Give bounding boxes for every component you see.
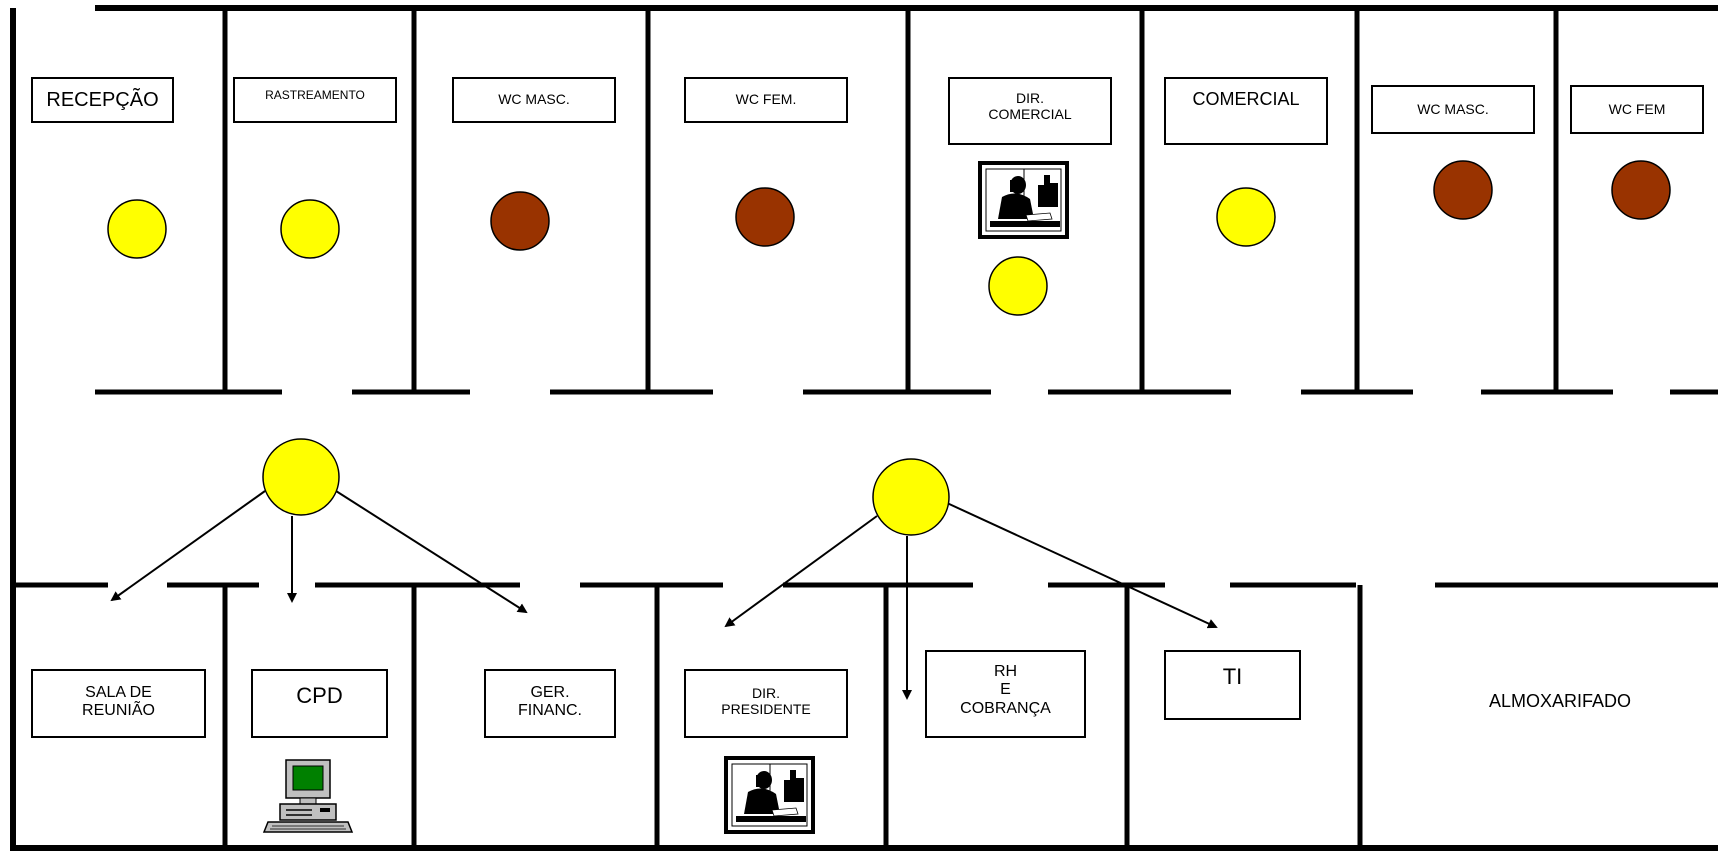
hub-arrows [110, 490, 1218, 700]
room-label-comercial: COMERCIAL [1164, 77, 1328, 145]
arrow-to-ger-financ [335, 490, 528, 614]
arrow-to-dir-presidente [724, 515, 878, 628]
room-label-cpd: CPD [251, 669, 388, 738]
executive-phone-icon [978, 161, 1069, 239]
arrow-to-sala-de-reuniao [110, 490, 266, 602]
room-dot-7 [1433, 160, 1493, 220]
room-label-wc-fem-2: WC FEM [1570, 85, 1704, 134]
room-label-rh-cobranca: RH E COBRANÇA [925, 650, 1086, 738]
room-label-wc-masc: WC MASC. [452, 77, 616, 123]
room-label-sala-de-reuniao: SALA DE REUNIÃO [31, 669, 206, 738]
room-label-wc-masc-2: WC MASC. [1371, 85, 1535, 134]
room-label-ger-financ: GER. FINANC. [484, 669, 616, 738]
room-dot-3 [490, 191, 550, 251]
corridor-hubs [262, 438, 950, 536]
room-label-recepcao: RECEPÇÃO [31, 77, 174, 123]
room-dot-5 [988, 256, 1048, 316]
corridor-hub-left [262, 438, 340, 516]
room-label-wc-fem: WC FEM. [684, 77, 848, 123]
room-label-dir-presidente: DIR. PRESIDENTE [684, 669, 848, 738]
room-dots [107, 160, 1671, 316]
executive-phone-icon [724, 756, 815, 834]
room-label-rastreamento: RASTREAMENTO [233, 77, 397, 123]
arrow-to-ti [946, 502, 1218, 629]
room-dot-8 [1611, 160, 1671, 220]
computer-icon [262, 759, 354, 833]
room-label-dir-comercial: DIR. COMERCIAL [948, 77, 1112, 145]
corridor-hub-right [872, 458, 950, 536]
room-dot-4 [735, 187, 795, 247]
room-dot-6 [1216, 187, 1276, 247]
top-room-dividers [222, 8, 1559, 392]
room-label-ti: TI [1164, 650, 1301, 720]
room-label-almoxarifado: ALMOXARIFADO [1488, 691, 1632, 711]
room-dot-1 [107, 199, 167, 259]
bottom-room-dividers [222, 585, 1363, 848]
room-dot-2 [280, 199, 340, 259]
